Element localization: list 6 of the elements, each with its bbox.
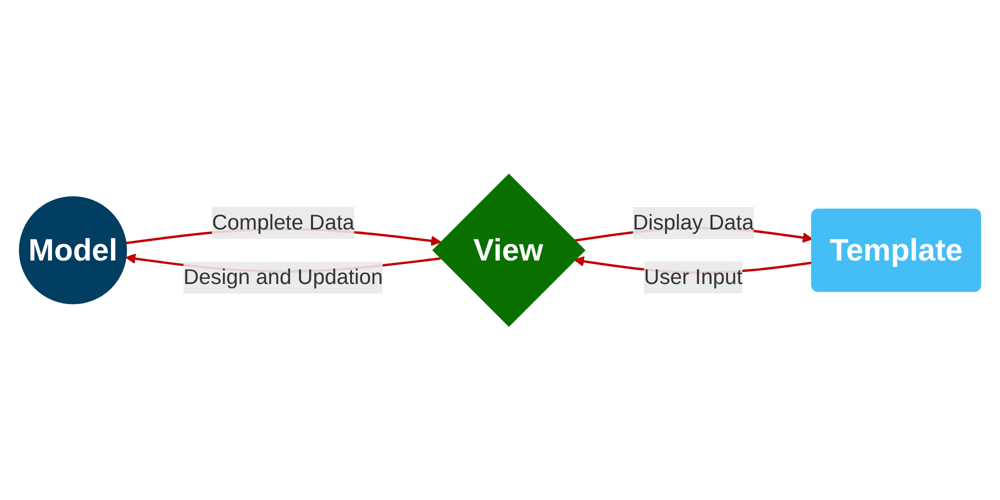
node-circle: Model — [18, 196, 127, 304]
node-diamond: View — [432, 173, 586, 327]
edge-label: Complete Data — [212, 210, 354, 234]
edge-label: User Input — [644, 264, 743, 288]
edge-label: Display Data — [632, 210, 754, 234]
edge-label: Design and Updation — [184, 264, 383, 289]
